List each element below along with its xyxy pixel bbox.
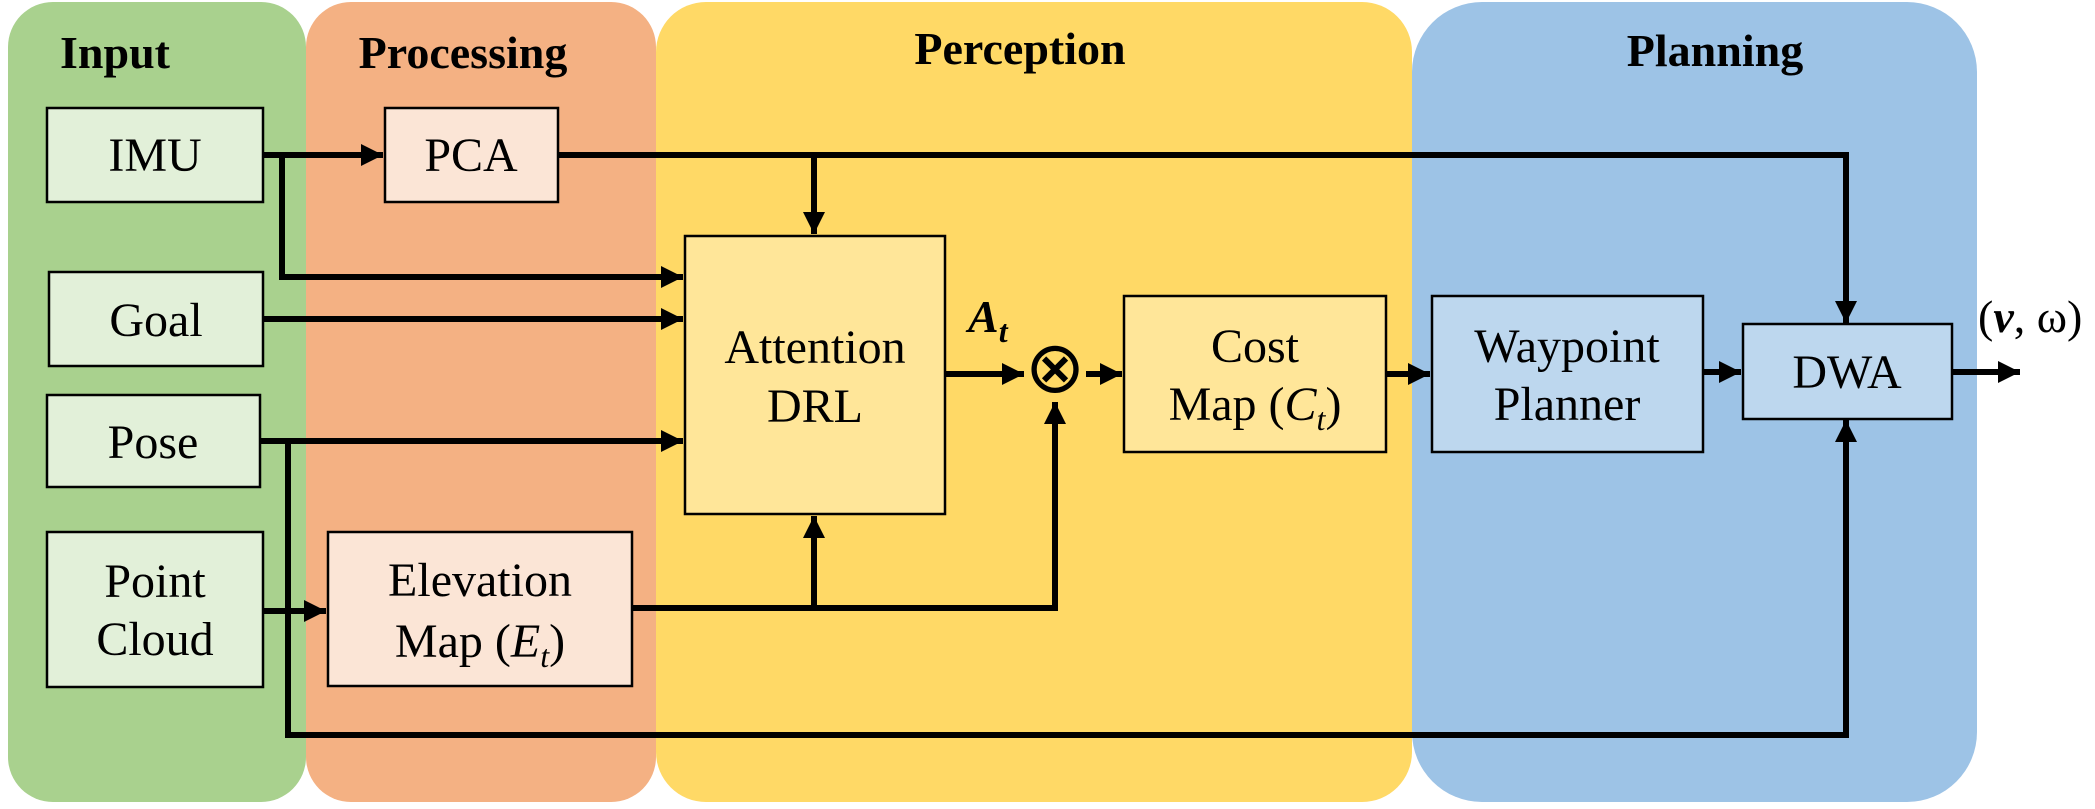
output-linear-velocity: v [1993,291,2014,342]
elevation-map-node: Elevation Map (Et) [326,530,634,688]
planning-heading: Planning [1627,25,1803,76]
elevation-map-suffix: ) [549,615,565,668]
pose-node: Pose [45,393,262,489]
imu-to-attention-arrow [279,155,683,288]
elevation-map-prefix: Map ( [395,615,511,668]
waypoint-planner-label-line2: Planner [1494,378,1641,431]
multiply-operator-icon: ⊗ [1025,325,1085,409]
imu-box [45,106,265,204]
cost-map-subscript: t [1317,401,1327,437]
attention-output-subscript: t [999,313,1009,349]
output-velocity-label: (v, ω) [1978,291,2082,342]
goal-label: Goal [109,294,202,347]
dwa-node: DWA [1741,322,1954,421]
cost-map-variable: C [1285,378,1318,431]
pca-node: PCA [383,106,560,204]
elevation-map-label-line2: Map (Et) [395,615,565,674]
goal-box [47,270,265,368]
processing-heading: Processing [359,27,568,78]
goal-node: Goal [47,270,265,368]
connectors [260,144,2020,738]
elevation-map-label-line1: Elevation [388,554,572,607]
cost-map-suffix: ) [1325,378,1341,431]
pca-box [383,106,560,204]
elevation-map-subscript: t [540,638,550,674]
imu-node: IMU [45,106,265,204]
imu-label: IMU [108,129,201,182]
waypoint-planner-label-line1: Waypoint [1474,320,1660,373]
point-cloud-box [45,530,265,689]
cost-map-node: Cost Map (Ct) [1122,294,1388,454]
elevation-map-box [326,530,634,688]
attention-output-label: At [965,291,1009,349]
dwa-label: DWA [1792,346,1902,399]
waypoint-planner-node: Waypoint Planner [1430,294,1705,454]
perception-panel [656,2,1412,802]
pose-to-dwa-arrow [285,420,1857,738]
attention-output-variable: A [965,291,999,342]
cost-map-label-line2: Map (Ct) [1169,378,1342,437]
output-open-paren: ( [1978,291,1993,342]
output-angular-velocity: , ω) [2014,291,2083,342]
attention-drl-node: Attention DRL [683,234,947,516]
dwa-box [1741,322,1954,421]
waypoint-planner-box [1430,294,1705,454]
input-heading: Input [60,27,171,78]
perception-heading: Perception [914,23,1125,74]
point-cloud-label-line1: Point [104,555,206,608]
pose-label: Pose [108,416,199,469]
pose-box [45,393,262,489]
pca-to-dwa-arrow [558,152,1857,323]
cost-map-box [1122,294,1388,454]
point-cloud-label-line2: Cloud [96,613,213,666]
elevation-map-variable: E [510,615,540,668]
pca-label: PCA [424,129,518,182]
attention-drl-label-line1: Attention [724,321,905,374]
attention-drl-label-line2: DRL [767,380,863,433]
elevation-to-multiply-arrow [814,402,1066,611]
attention-drl-box [683,234,947,516]
cost-map-label-line1: Cost [1211,320,1300,373]
cost-map-prefix: Map ( [1169,378,1285,431]
point-cloud-node: Point Cloud [45,530,265,689]
